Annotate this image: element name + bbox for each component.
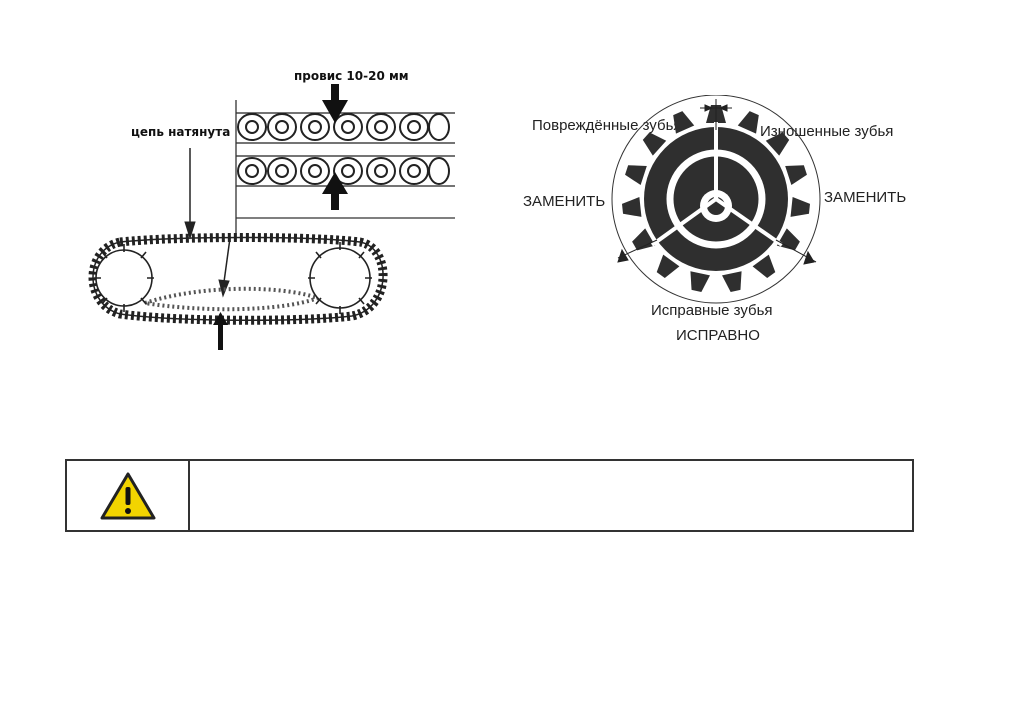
chain-sprocket-right: [308, 242, 372, 314]
replace-left-label: ЗАМЕНИТЬ: [523, 193, 606, 210]
warning-box: [65, 459, 914, 532]
sag-label: провис 10-20 мм: [294, 69, 409, 83]
worn-teeth-label: Изношенные зубья: [760, 123, 894, 140]
warning-icon-cell: [67, 461, 190, 530]
ok-label: ИСПРАВНО: [676, 327, 760, 344]
warning-text: [190, 461, 912, 530]
sag-arrow-up-icon: [322, 172, 348, 210]
tight-pointer-arrow: [184, 148, 196, 240]
warning-triangle-icon: [100, 472, 155, 519]
damaged-teeth-label: Повреждённые зубья: [532, 117, 682, 134]
chain-diagram: [88, 84, 455, 350]
sag-arrow-down-icon: [322, 84, 348, 123]
chain-sprocket-left: [94, 244, 154, 312]
good-teeth-label: Исправные зубья: [651, 302, 773, 319]
sprocket-diagram: [611, 95, 821, 304]
sag-pointer-arrow: [218, 237, 231, 298]
chain-strip-lower: [236, 155, 455, 187]
tight-chain-label: цепь натянута: [131, 125, 231, 139]
chain-strip-upper: [236, 112, 455, 144]
replace-right-label: ЗАМЕНИТЬ: [824, 189, 907, 206]
sag-bottom-arrow-icon: [213, 312, 228, 350]
